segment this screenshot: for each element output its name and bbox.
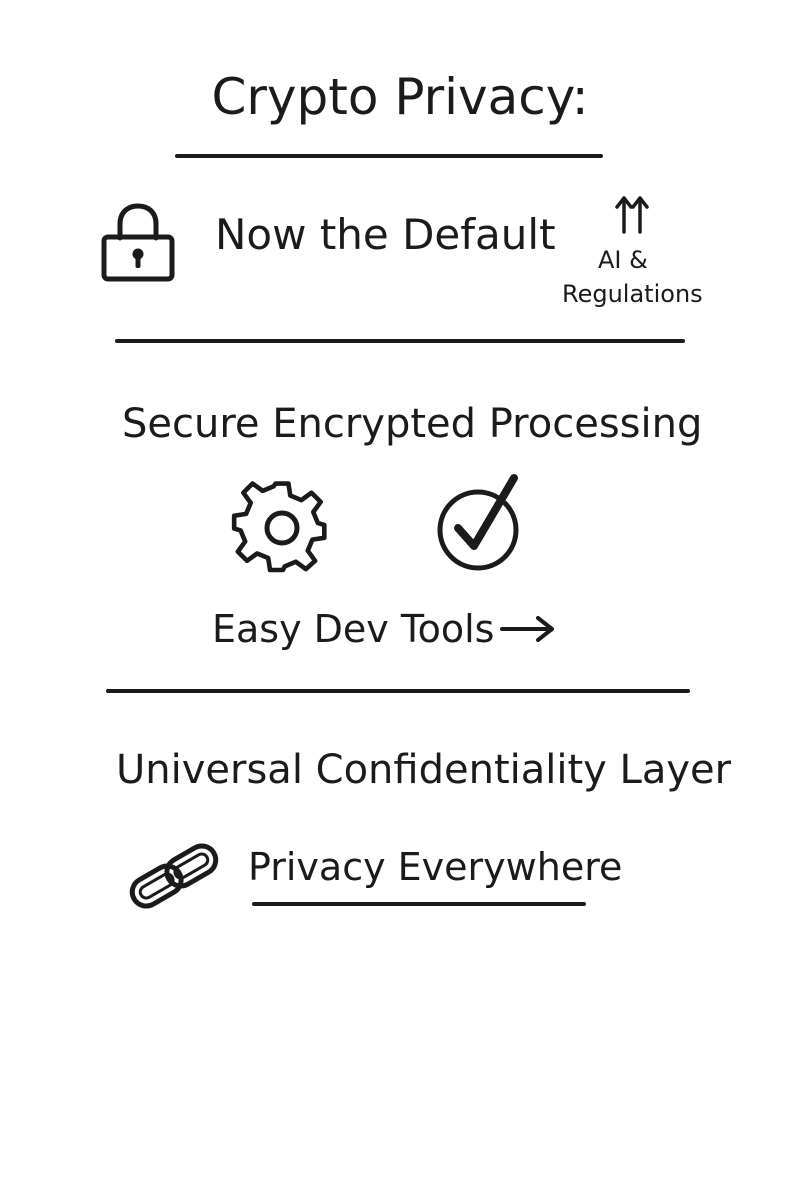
chain-link-icon xyxy=(122,840,226,912)
section1-heading: Now the Default xyxy=(215,210,556,259)
driver-label-line2: Regulations xyxy=(562,280,703,308)
driver-label-line1: AI & xyxy=(598,246,648,274)
title-underline xyxy=(175,154,603,158)
check-circle-icon xyxy=(434,474,530,574)
double-up-arrow-icon xyxy=(614,194,650,234)
section3-heading: Universal Confidentiality Layer xyxy=(116,747,732,793)
caption-underline xyxy=(252,902,586,906)
page-title: Crypto Privacy: xyxy=(211,68,589,126)
divider-1 xyxy=(115,339,685,343)
section2-caption: Easy Dev Tools xyxy=(212,607,495,651)
section2-heading: Secure Encrypted Processing xyxy=(122,401,703,447)
divider-2 xyxy=(106,689,690,693)
gear-icon xyxy=(231,480,332,580)
lock-icon xyxy=(98,200,178,284)
section3-caption: Privacy Everywhere xyxy=(248,845,623,889)
right-arrow-icon xyxy=(500,614,556,644)
